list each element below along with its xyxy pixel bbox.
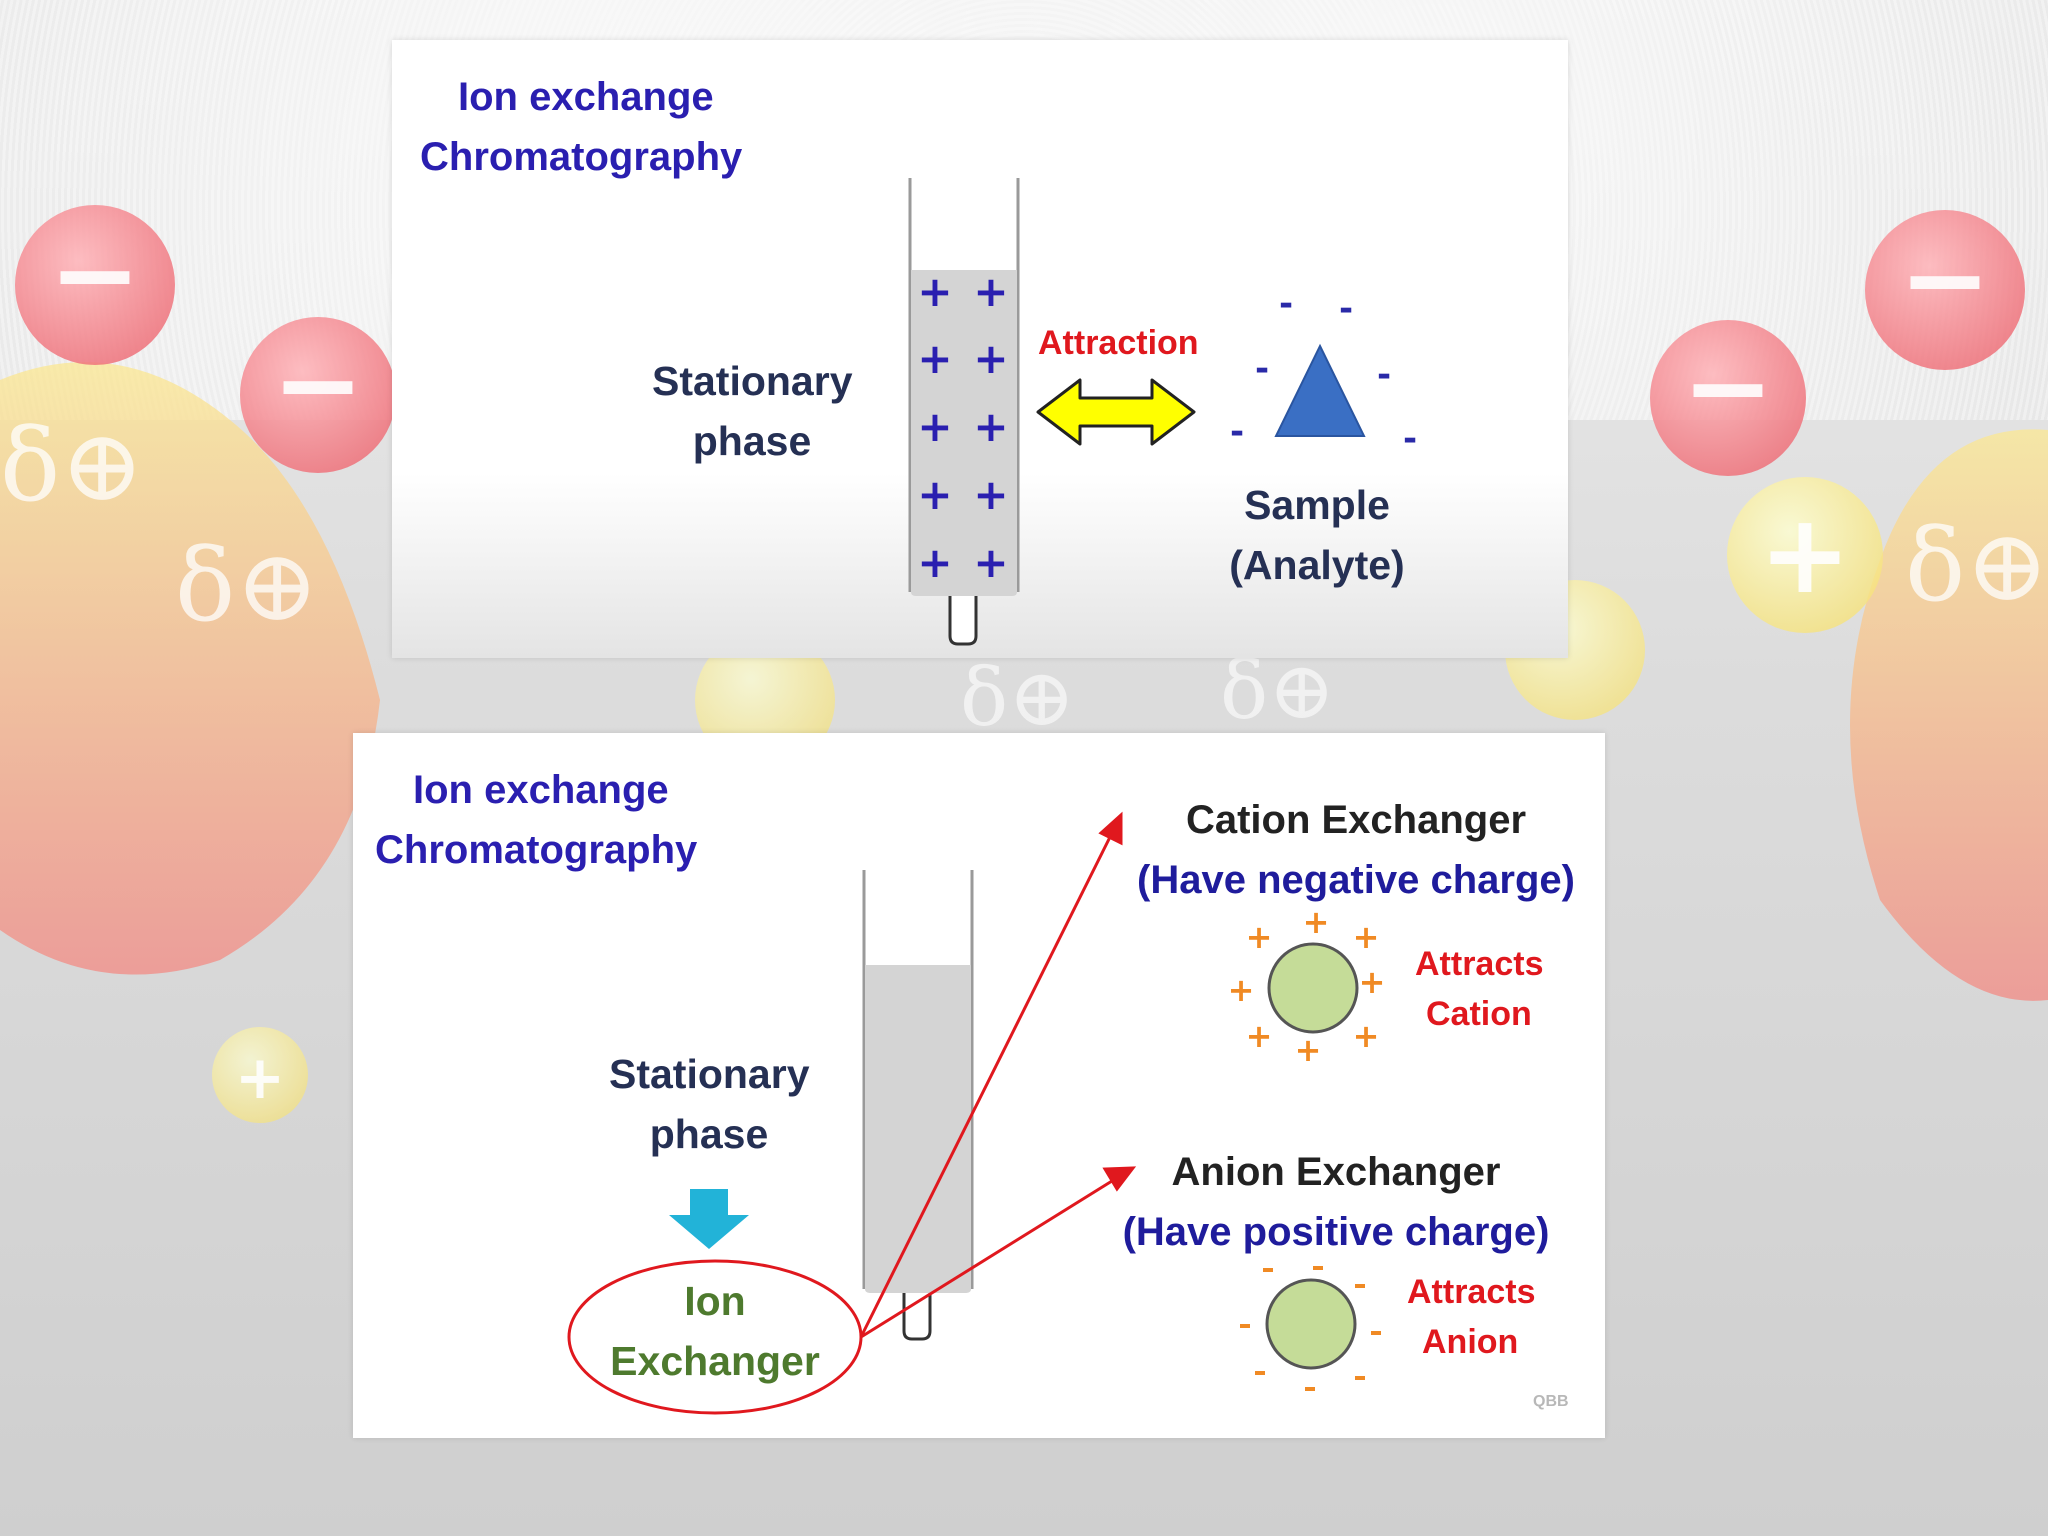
top-diagram-panel: + + + + + + + + + + - - - - - - Ion exch… (392, 40, 1568, 658)
analyte-minus-charge: - (1377, 355, 1391, 395)
bead-plus-charge: + (1295, 1031, 1322, 1069)
background-minus-sign: − (1899, 215, 1991, 343)
sample-label-line2: (Analyte) (1229, 542, 1405, 588)
analyte-minus-charge: - (1403, 419, 1417, 459)
arrow-head-cation (1098, 811, 1123, 846)
background-minus-sign: − (1682, 323, 1774, 451)
analyte-minus-charge: - (1255, 349, 1269, 389)
anion-bead-charges (1240, 1266, 1381, 1391)
attraction-label: Attraction (1038, 324, 1199, 362)
anion-exchanger-bead (1265, 1278, 1357, 1370)
cation-exchanger-subtitle: (Have negative charge) (1137, 858, 1575, 902)
background-plus-circle (1727, 477, 1883, 633)
bottom-title-line2: Chromatography (375, 828, 698, 872)
arrow-to-anion-exchanger (860, 1174, 1121, 1339)
background-minus-circle (15, 205, 175, 365)
cation-exchanger-bead (1267, 942, 1359, 1034)
bottom-stationary-phase-line1: Stationary (609, 1051, 810, 1097)
ion-exchanger-label-line1: Ion (684, 1278, 746, 1324)
top-title-line1: Ion exchange (458, 75, 714, 119)
bead-plus-charge: + (1246, 1017, 1273, 1055)
column-tip (948, 596, 978, 646)
attracts-anion-line2: Anion (1422, 1323, 1519, 1361)
bottom-diagram-panel: + + + + + + + + Ion exchange Chromatogra… (353, 733, 1605, 1438)
top-diagram-graphics: + + + + + + + + + + - - - - - - (908, 178, 1417, 646)
background-blob-right (1850, 429, 2048, 1001)
down-arrow (669, 1189, 749, 1249)
background-plus-circle (212, 1027, 308, 1123)
background-delta-symbol: δ⊕ (175, 527, 319, 644)
background-plus-sign: + (235, 1043, 285, 1113)
column-plus-charge: + (973, 538, 1008, 587)
background-minus-sign: − (272, 320, 364, 448)
watermark-logo: QBB (1533, 1393, 1569, 1410)
top-title-line2: Chromatography (420, 135, 743, 179)
bottom-diagram-graphics: + + + + + + + + (567, 811, 1386, 1415)
background-delta-symbol: δ⊕ (1905, 507, 2048, 624)
bottom-title-line1: Ion exchange (413, 768, 669, 812)
analyte-minus-charge: - (1279, 284, 1293, 324)
column-packing (865, 965, 971, 1293)
background-minus-circle (1650, 320, 1806, 476)
background-delta-symbol: δ⊕ (1220, 644, 1335, 737)
background-minus-circle (1865, 210, 2025, 370)
column-packing (911, 270, 1017, 596)
bead-plus-charge: + (1303, 903, 1330, 941)
top-stationary-phase-line2: phase (692, 418, 812, 464)
column-plus-charge: + (973, 267, 1008, 316)
bead-plus-charge: + (1359, 963, 1386, 1001)
column-plus-charge: + (917, 402, 952, 451)
cation-exchanger-title: Cation Exchanger (1185, 798, 1527, 842)
bead-plus-charge: + (1246, 918, 1273, 956)
column-plus-charge: + (917, 538, 952, 587)
background-delta-symbol: δ⊕ (960, 651, 1075, 744)
analyte-triangle (1274, 343, 1366, 437)
column-tip (902, 1293, 932, 1341)
background-delta-symbol: δ⊕ (0, 407, 144, 524)
arrow-to-cation-exchanger (859, 830, 1115, 1338)
background-plus-sign: + (1759, 490, 1851, 618)
anion-exchanger-subtitle: (Have positive charge) (1122, 1210, 1550, 1254)
ion-exchanger-label-line2: Exchanger (610, 1338, 820, 1384)
attracts-anion-line1: Attracts (1407, 1273, 1536, 1311)
anion-exchanger-title: Anion Exchanger (1171, 1150, 1501, 1194)
background-minus-sign: − (49, 210, 141, 338)
column-plus-charge: + (973, 470, 1008, 519)
attraction-double-arrow (1036, 378, 1196, 446)
bead-plus-charge: + (1228, 971, 1255, 1009)
sample-label-line1: Sample (1244, 482, 1390, 528)
column-plus-charge: + (917, 267, 952, 316)
top-stationary-phase-line1: Stationary (652, 358, 853, 404)
column-plus-charge: + (973, 402, 1008, 451)
attracts-cation-line1: Attracts (1415, 945, 1544, 983)
background-minus-circle (240, 317, 396, 473)
arrow-head-anion (1102, 1166, 1137, 1192)
column-plus-charge: + (917, 470, 952, 519)
background-blob-left (0, 362, 380, 975)
analyte-minus-charge: - (1339, 289, 1353, 329)
column-plus-charge: + (973, 334, 1008, 383)
bead-plus-charge: + (1353, 918, 1380, 956)
column-plus-charge: + (917, 334, 952, 383)
attracts-cation-line2: Cation (1426, 995, 1532, 1033)
analyte-minus-charge: - (1230, 412, 1244, 452)
bottom-stationary-phase-line2: phase (649, 1111, 769, 1157)
bead-plus-charge: + (1353, 1017, 1380, 1055)
